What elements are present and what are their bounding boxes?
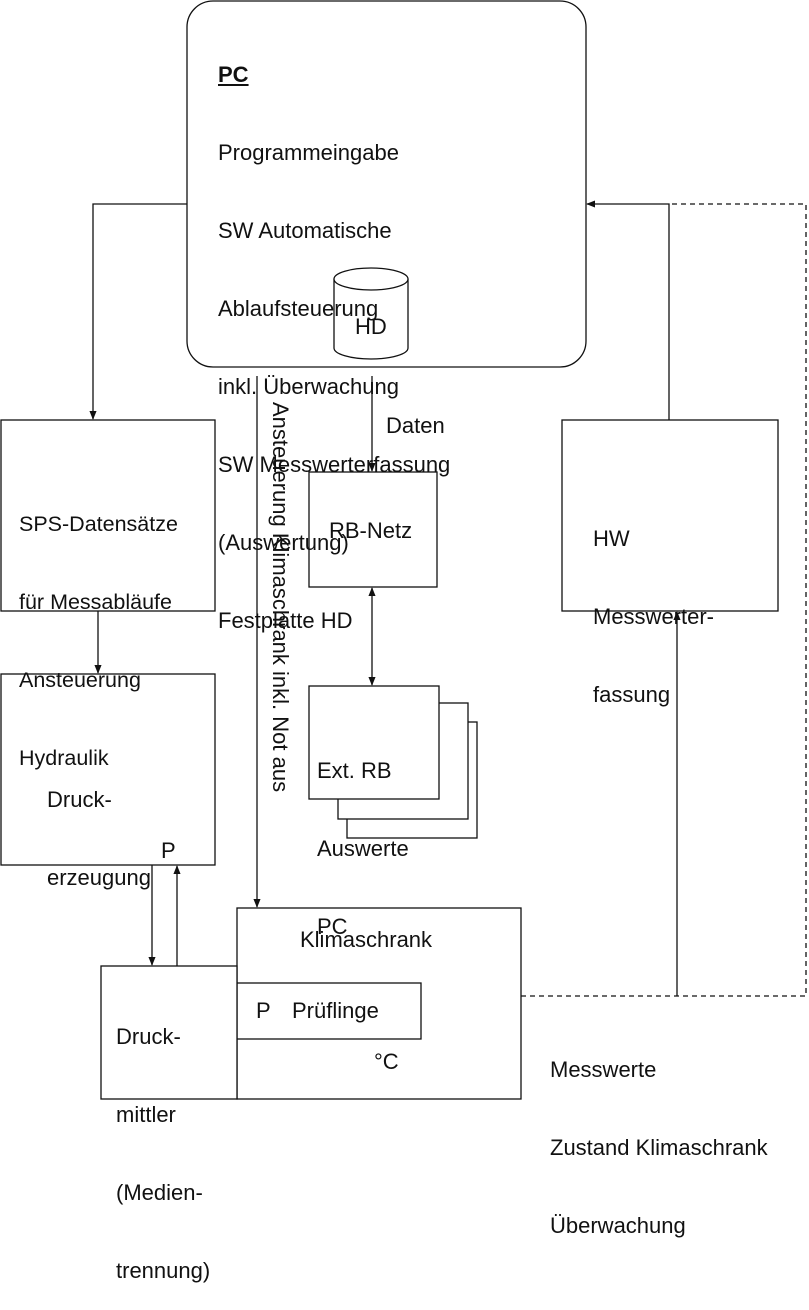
hd-label: HD <box>355 314 387 339</box>
druckmittler-line: trennung) <box>116 1258 211 1283</box>
druck-line: erzeugung <box>47 865 151 890</box>
druck-port-label: P <box>161 838 176 863</box>
sps-label-group: SPS-Datensätze für Messabläufe Ansteueru… <box>19 459 178 797</box>
pc-label-group: PC Programmeingabe SW Automatische Ablau… <box>218 10 450 660</box>
messwerte-line: Überwachung <box>550 1213 686 1238</box>
klimaschrank-title: Klimaschrank <box>300 927 433 952</box>
hard-disk-icon <box>333 267 409 360</box>
hw-line: Messwerter- <box>593 604 715 629</box>
messwerte-line: Messwerte <box>550 1057 657 1082</box>
druckmittler-box <box>100 965 238 1100</box>
sps-line: für Messabläufe <box>19 590 172 614</box>
pc-line: Ablaufsteuerung <box>218 296 379 321</box>
pc-title: PC <box>218 62 249 87</box>
arrow-pc-to-sps <box>89 203 187 420</box>
messwerte-line: Zustand Klimaschrank <box>550 1135 768 1160</box>
dashed-line-messwerte <box>521 203 807 997</box>
sps-line: SPS-Datensätze <box>19 512 178 536</box>
arrow-hw-to-pc <box>586 200 670 420</box>
sps-line: Ansteuerung <box>19 668 141 692</box>
pruflinge-port-label: P <box>256 998 271 1023</box>
druckmittler-line: (Medien- <box>116 1180 203 1205</box>
pc-line: Programmeingabe <box>218 140 399 165</box>
diagram-canvas <box>0 0 807 1100</box>
druck-line: Druck- <box>47 787 112 812</box>
druckmittler-label-group: Druck- mittler (Medien- trennung) <box>116 972 210 1310</box>
hw-line: fassung <box>593 682 671 707</box>
pruflinge-label: Prüflinge <box>292 998 379 1023</box>
sps-box <box>0 419 216 612</box>
hw-label-group: HW Messwerter- fassung <box>593 474 714 734</box>
pc-line: (Auswertung) <box>218 530 349 555</box>
sps-line: Hydraulik <box>19 746 109 770</box>
ext-rb-line: Ext. RB <box>317 758 392 783</box>
ext-rb-line: Auswerte <box>317 836 409 861</box>
pc-line: inkl. Überwachung <box>218 374 399 399</box>
pc-box <box>186 0 587 368</box>
ext-rb-label-group: Ext. RB Auswerte PC <box>317 706 409 966</box>
druck-label-group: Druck- erzeugung <box>47 735 151 917</box>
temp-unit-label: °C <box>374 1049 399 1074</box>
druckmittler-line: Druck- <box>116 1024 181 1049</box>
daten-label: Daten <box>386 413 445 438</box>
pc-line: Festplatte HD <box>218 608 353 633</box>
ext-rb-stack <box>308 685 478 839</box>
messwerte-label-group: Messwerte Zustand Klimaschrank Überwachu… <box>550 1005 768 1265</box>
rb-netz-label: RB-Netz <box>329 518 413 543</box>
druckmittler-line: mittler <box>116 1102 176 1127</box>
pruflinge-box <box>236 982 422 1040</box>
pc-line: SW Messwerterfassung <box>218 452 451 477</box>
hw-line: HW <box>593 526 630 551</box>
pc-line: SW Automatische <box>218 218 392 243</box>
hw-box <box>561 419 779 612</box>
ansteuerung-vertical-label: Ansteuerung Klimaschrank inkl. Not aus <box>268 402 293 793</box>
rb-netz-box <box>308 471 438 588</box>
ext-rb-line: PC <box>317 914 348 939</box>
druckerzeugung-box <box>0 673 216 866</box>
